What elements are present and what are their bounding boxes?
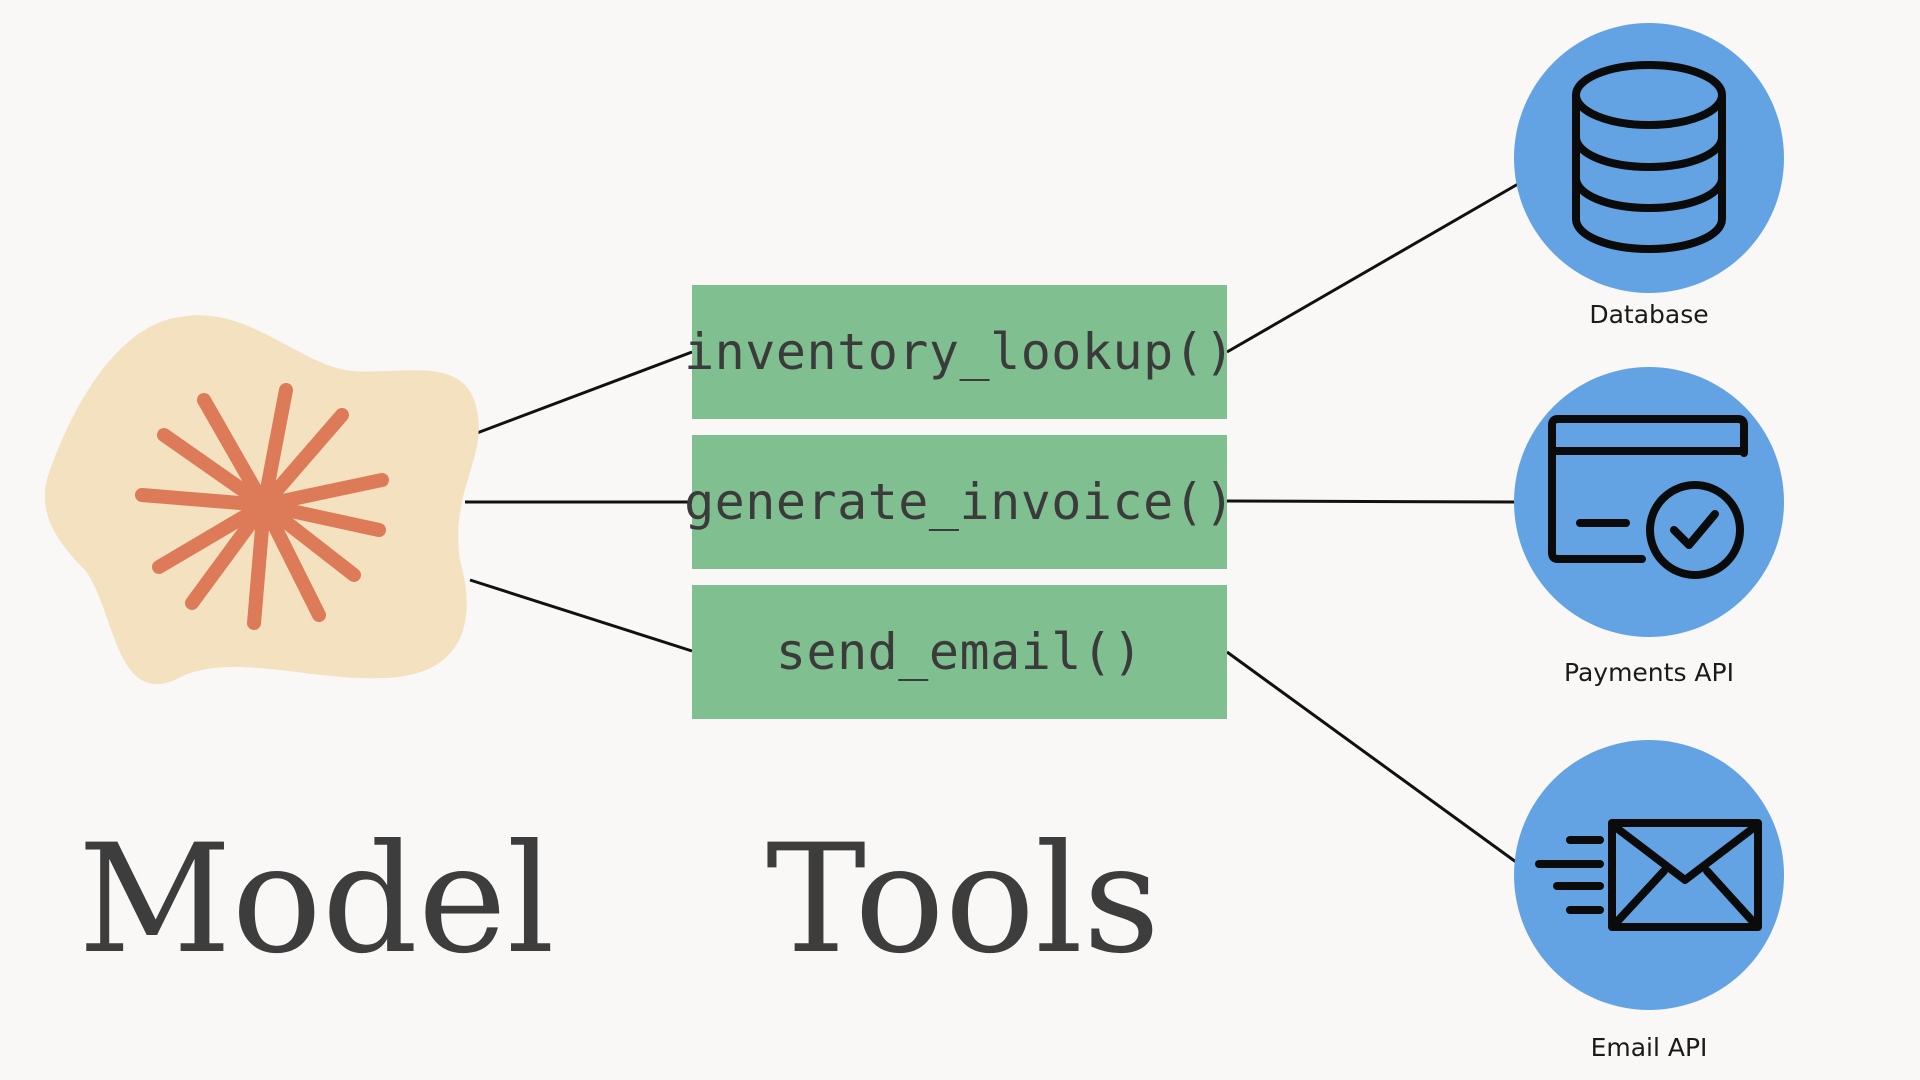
service-payments-api	[1514, 367, 1784, 637]
model-heading: Model	[78, 813, 555, 987]
line-email-to-emailapi	[1226, 650, 1517, 864]
line-model-to-email	[469, 578, 693, 653]
tool-send-email: send_email()	[692, 585, 1227, 719]
tool-generate-invoice: generate_invoice()	[684, 435, 1234, 569]
service-label-email-api: Email API	[1590, 1033, 1708, 1062]
database-icon	[1572, 61, 1726, 253]
line-inventory-to-database	[1226, 182, 1519, 354]
line-invoice-to-payments	[1226, 499, 1517, 504]
tools-heading: Tools	[766, 813, 1160, 987]
tool-label: inventory_lookup()	[684, 323, 1235, 381]
credit-card-check-icon	[1548, 415, 1748, 579]
service-label-database: Database	[1589, 300, 1709, 329]
tool-inventory-lookup: inventory_lookup()	[684, 285, 1234, 419]
tool-label: generate_invoice()	[684, 473, 1235, 531]
service-database	[1514, 23, 1784, 293]
model-logo	[45, 315, 479, 685]
line-model-to-inventory	[476, 350, 693, 435]
service-email-api	[1514, 740, 1784, 1010]
tool-label: send_email()	[775, 623, 1144, 681]
service-label-payments-api: Payments API	[1564, 658, 1734, 687]
model-starburst-icon	[135, 383, 389, 630]
envelope-fast-icon	[1535, 819, 1762, 931]
